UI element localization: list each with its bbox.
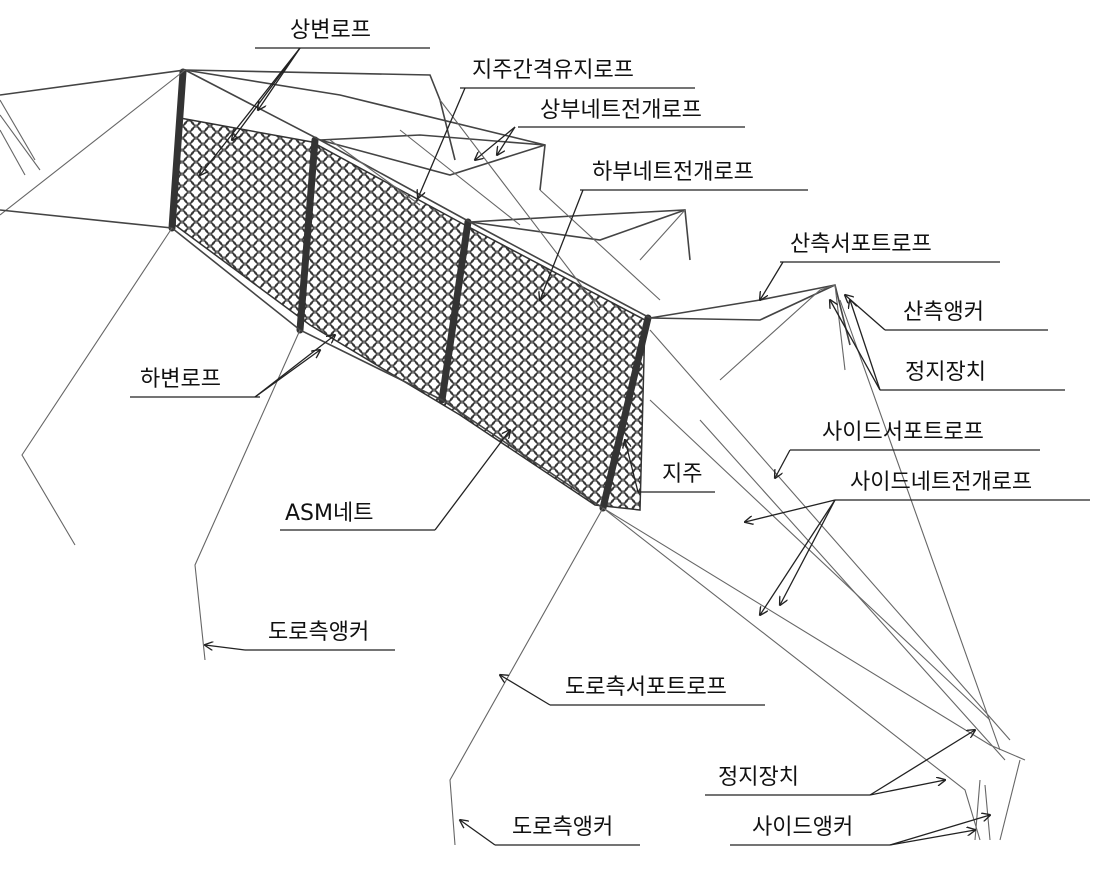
post-2 xyxy=(296,136,319,334)
label-road-anchor-upper: 도로측앵커 xyxy=(268,620,370,645)
label-bottom-rope: 하변로프 xyxy=(140,367,221,392)
label-top-rope: 상변로프 xyxy=(290,18,371,43)
post-4 xyxy=(599,314,652,512)
post-1 xyxy=(168,68,187,232)
asm-net-mesh xyxy=(174,117,646,511)
label-post: 지주 xyxy=(662,462,703,487)
label-road-anchor-lower: 도로측앵커 xyxy=(512,815,614,840)
label-lower-net-deploy-rope: 하부네트전개로프 xyxy=(592,160,754,185)
label-asm-net: ASM네트 xyxy=(285,501,374,526)
label-road-support-rope: 도로측서포트로프 xyxy=(565,675,727,700)
post-3 xyxy=(438,218,472,404)
lower-ropes xyxy=(0,209,1026,846)
label-stopper-lower: 정지장치 xyxy=(718,765,799,790)
label-side-anchor: 사이드앵커 xyxy=(752,815,854,840)
upper-ropes xyxy=(0,69,851,381)
label-mountain-anchor: 산측앵커 xyxy=(903,300,984,325)
label-post-spacing-rope: 지주간격유지로프 xyxy=(472,58,634,83)
label-mountain-support-rope: 산측서포트로프 xyxy=(790,232,932,257)
label-underlines xyxy=(130,47,1090,846)
label-upper-net-deploy-rope: 상부네트전개로프 xyxy=(540,98,702,123)
label-stopper-upper: 정지장치 xyxy=(905,360,986,385)
leader-lines xyxy=(200,47,990,846)
label-side-support-rope: 사이드서포트로프 xyxy=(822,420,984,445)
label-side-net-deploy-rope: 사이드네트전개로프 xyxy=(850,470,1033,495)
